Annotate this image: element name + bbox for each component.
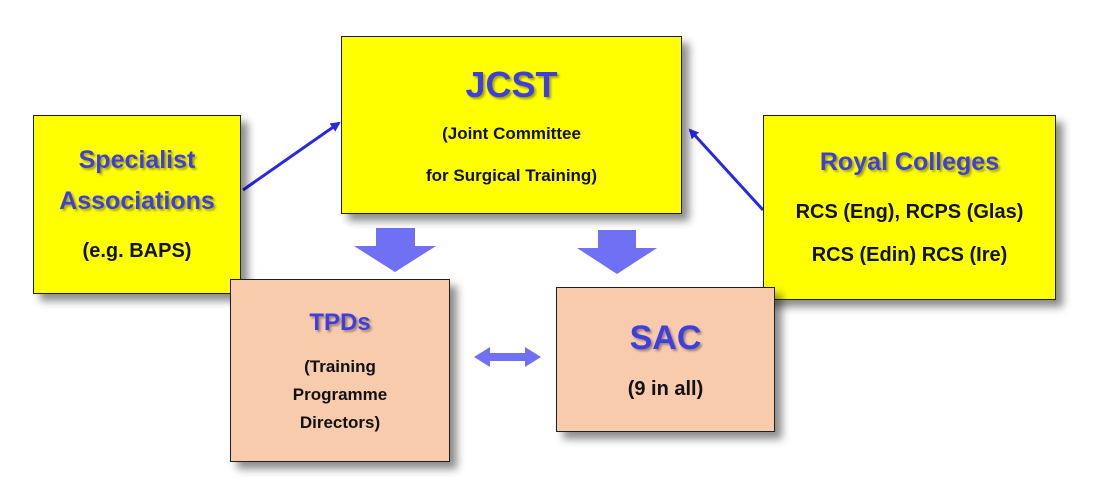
tpds-line-2: Programme (292, 384, 388, 404)
sac-title: SAC (629, 318, 702, 357)
jcst-box: JCST (Joint Committee for Surgical Train… (341, 36, 682, 214)
specialist-associations-box: Specialist Associations (e.g. BAPS) (33, 115, 241, 294)
jcst-line-1: (Joint Committee (442, 124, 581, 143)
jcst-title: JCST (465, 64, 558, 105)
tpds-box: TPDs (Training Programme Directors) (230, 279, 450, 462)
specialist-title-line-2: Associations (59, 187, 215, 215)
royal-colleges-title: Royal Colleges (819, 148, 1000, 176)
specialist-title-line-1: Specialist (78, 146, 196, 174)
jcst-to-tpds-block-arrow (354, 228, 436, 272)
royal-colleges-box: Royal Colleges RCS (Eng), RCPS (Glas) RC… (763, 115, 1056, 300)
tpds-title: TPDs (309, 308, 371, 336)
jcst-to-sac-block-arrow (577, 230, 657, 274)
sac-box: SAC (9 in all) (556, 287, 775, 432)
royal-colleges-line-1: RCS (Eng), RCPS (Glas) (795, 201, 1024, 223)
specialist-to-jcst-arrow (242, 121, 341, 192)
royal-colleges-line-2: RCS (Edin) RCS (Ire) (811, 244, 1008, 266)
tpds-line-3: Directors) (299, 412, 381, 432)
tpds-sac-double-arrow (474, 347, 541, 367)
tpds-line-1: (Training (304, 356, 376, 376)
sac-count: (9 in all) (627, 377, 704, 400)
jcst-line-2: for Surgical Training) (426, 166, 597, 185)
royal-to-jcst-arrow (688, 128, 765, 212)
specialist-example: (e.g. BAPS) (82, 240, 192, 262)
